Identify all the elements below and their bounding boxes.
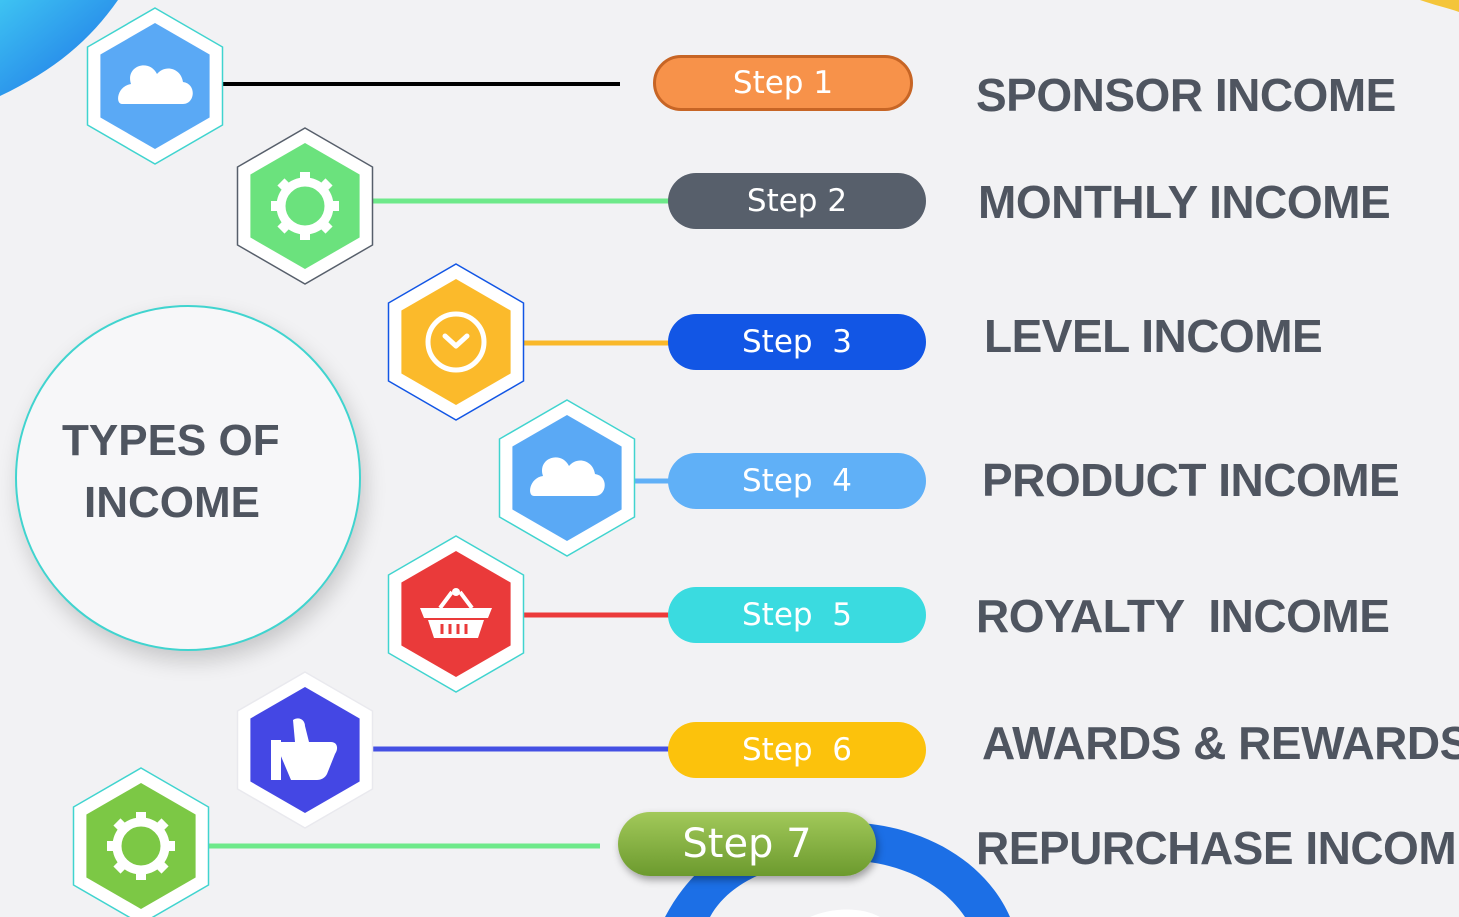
hexagon-step-3 <box>401 279 511 405</box>
step-5-label: Step 5 <box>741 597 852 633</box>
hexagon-step-2 <box>250 143 360 269</box>
step-6-label: Step 6 <box>741 732 852 768</box>
step-3-label: Step 3 <box>741 324 852 360</box>
step-2-label: Step 2 <box>746 183 848 219</box>
decorative-corner-top-right <box>1420 0 1459 12</box>
clock-icon <box>425 311 487 373</box>
step-5-pill: Step 5 <box>668 587 926 643</box>
cloud-icon <box>530 457 605 496</box>
step-4-label: Step 4 <box>741 463 852 499</box>
decorative-ring-inner <box>810 909 880 917</box>
step-4-pill: Step 4 <box>668 453 926 509</box>
step-3-pill: Step 3 <box>668 314 926 370</box>
income-label-sponsor: SPONSOR INCOME <box>976 69 1396 121</box>
step-7-label: Step 7 <box>682 821 812 867</box>
income-label-monthly: MONTHLY INCOME <box>978 176 1391 228</box>
center-circle <box>15 305 361 651</box>
thumbs-up-icon <box>271 718 338 780</box>
income-label-repurchase: REPURCHASE INCOME <box>976 822 1459 874</box>
step-1-label: Step 1 <box>732 65 834 101</box>
center-title-line2: INCOME <box>84 478 260 527</box>
income-label-product: PRODUCT INCOME <box>982 454 1400 506</box>
basket-icon <box>420 588 492 638</box>
income-label-royalty: ROYALTY INCOME <box>976 590 1390 642</box>
step-1-pill: Step 1 <box>653 55 913 111</box>
step-7-pill: Step 7 <box>618 812 876 876</box>
income-label-level: LEVEL INCOME <box>984 310 1323 362</box>
gear-icon <box>107 812 175 880</box>
center-title-line1: TYPES OF <box>62 416 280 465</box>
cloud-icon <box>118 65 193 104</box>
hexagon-step-7 <box>86 783 196 909</box>
decorative-arc-top-left <box>0 0 118 96</box>
income-label-awards: AWARDS & REWARDS <box>982 717 1459 769</box>
step-6-pill: Step 6 <box>668 722 926 778</box>
gear-icon <box>271 172 339 240</box>
step-2-pill: Step 2 <box>668 173 926 229</box>
